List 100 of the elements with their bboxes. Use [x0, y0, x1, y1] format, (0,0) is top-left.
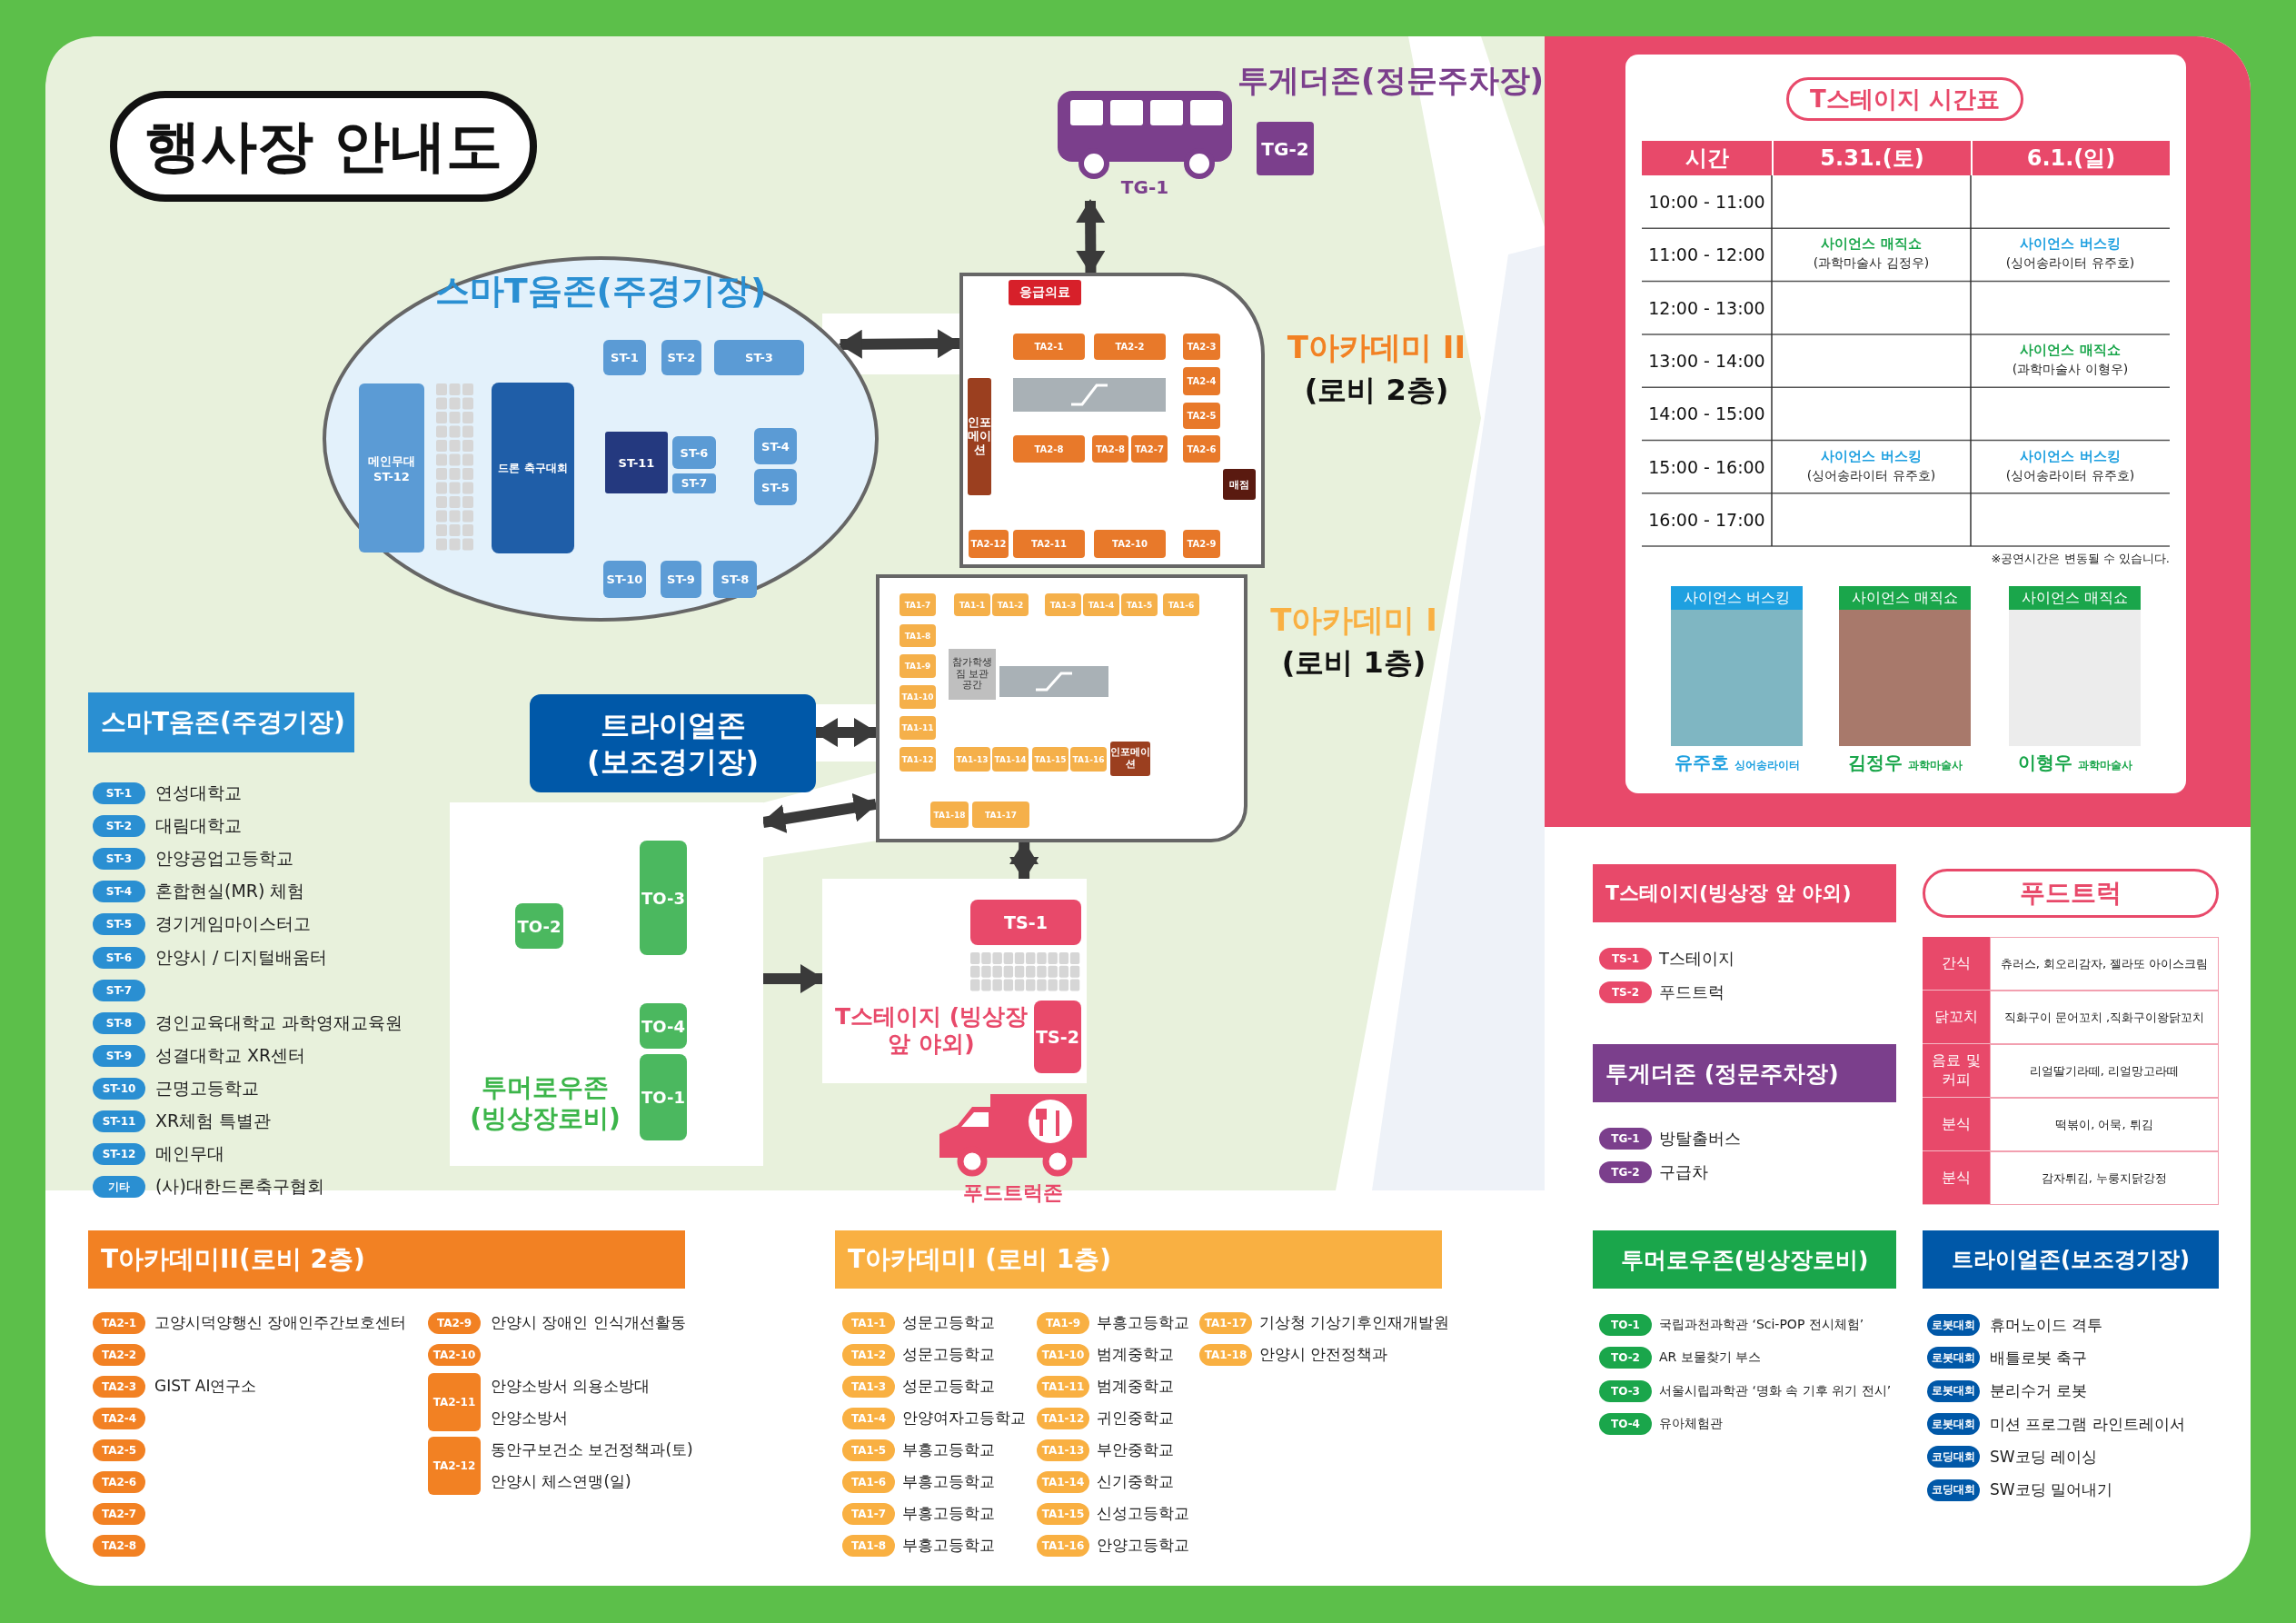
arrow: [763, 964, 824, 993]
booth-box: TA1-9: [900, 654, 936, 678]
list-item-text: 부흥고등학교: [902, 1439, 995, 1460]
booth-box: TA1-14: [992, 747, 1029, 772]
booth-box: ST-11: [605, 432, 668, 493]
list-item-text: 서울시립과학관 ‘명화 속 기후 위기 전시’: [1659, 1381, 1892, 1399]
list-item-text: 메인무대: [155, 1142, 224, 1166]
card-header: 사이언스 매직쇼: [1839, 586, 1971, 610]
list-item-text: 안양고등학교: [1097, 1535, 1189, 1556]
list-item-text: 고양시덕양행신 장애인주간보호센터: [154, 1312, 407, 1333]
time-cell-text: 12:00 - 13:00: [1647, 296, 1766, 320]
time-cell-text: 10:00 - 11:00: [1647, 191, 1766, 214]
badge: TO-1: [1599, 1314, 1652, 1337]
list-item-text: 푸드트럭: [1659, 981, 1724, 1003]
table-cell: 닭꼬치: [1923, 991, 1990, 1044]
list-item-text: 배틀로봇 축구: [1990, 1347, 2088, 1369]
list-item-text: (사)대한드론축구협회: [155, 1175, 324, 1199]
booth-box: ST-3: [714, 340, 804, 375]
list-item-text: 안양소방서 의용소방대: [491, 1376, 651, 1397]
section-heading: 푸드트럭: [1923, 869, 2219, 918]
section-heading: 트라이얼존(보조경기장): [1923, 1230, 2219, 1289]
list-item-text: 신성고등학교: [1097, 1503, 1189, 1524]
table-cell: 음료 및 커피: [1923, 1044, 1990, 1098]
time-cell-text: 16:00 - 17:00: [1647, 508, 1766, 532]
stage-box: TS-1: [970, 900, 1081, 945]
booth-box: ST-10: [603, 561, 646, 598]
performer-role: 과학마술사: [1907, 758, 1963, 773]
stage-box: TS-2: [1034, 1001, 1081, 1073]
booth-box: TA2-1: [1013, 334, 1085, 360]
time-cell-text: 13:00 - 14:00: [1647, 350, 1766, 373]
booth-box: TO-3: [640, 841, 687, 955]
list-item-text: 유아체험관: [1659, 1415, 1723, 1433]
list-item-text: 안양시 체스연맹(일): [491, 1471, 631, 1492]
stage-box: 드론 축구대회: [492, 383, 574, 553]
list-item-text: 귀인중학교: [1097, 1408, 1174, 1429]
badge: ST-12: [93, 1143, 145, 1166]
list-item-text: 경기게임마이스터고: [155, 912, 311, 936]
zone-area: [822, 879, 1087, 1083]
time-cell-text: 11:00 - 12:00: [1647, 244, 1766, 267]
booth-box: TA2-8: [1013, 435, 1085, 463]
list-item-text: T스테이지: [1659, 947, 1734, 970]
double-arrow: [1076, 199, 1106, 274]
event-title: 사이언스 버스킹: [1820, 447, 1923, 466]
badge: ST-11: [93, 1110, 145, 1133]
table-cell: 간식: [1923, 937, 1990, 991]
booth-box: TA1-15: [1032, 747, 1068, 772]
performer-note: (싱어송라이터 유주호): [1805, 467, 1937, 484]
badge: 코딩대회: [1927, 1446, 1980, 1469]
booth-box: TA1-7: [900, 593, 936, 616]
booth-box: TA2-6: [1183, 435, 1220, 463]
badge: ST-1: [93, 782, 145, 805]
badge: 기타: [93, 1176, 145, 1199]
table-cell: 츄러스, 회오리감자, 젤라또 아이스크림: [1990, 937, 2219, 991]
storage-area: 참가학생 짐 보관 공간: [949, 649, 996, 700]
card-header: 사이언스 버스킹: [1671, 586, 1803, 610]
event-title: 사이언스 매직쇼: [1820, 235, 1923, 254]
booth-box: TA1-12: [900, 747, 936, 772]
list-item-text: 국립과천과학관 ‘Sci-POP 전시체험’: [1659, 1316, 1864, 1334]
list-item-text: 안양시 / 디지털배움터: [155, 945, 328, 969]
list-item-text: SW코딩 밀어내기: [1990, 1479, 2112, 1501]
booth-box: ST-7: [672, 473, 716, 493]
zone-title: (로비 2층): [1303, 373, 1450, 408]
list-item-text: 기상청 기상기후인재개발원: [1259, 1312, 1450, 1333]
shop-box: 매점: [1223, 469, 1256, 500]
booth-box: TA1-17: [972, 802, 1029, 828]
booth-box: TA1-5: [1121, 593, 1158, 616]
zone-title: T스테이지 (빙상장 앞 야외): [833, 1003, 1029, 1058]
booth-box: TA2-3: [1183, 334, 1220, 360]
list-item-text: 성문고등학교: [902, 1312, 995, 1333]
booth-box: 메인무대 ST-12: [359, 383, 424, 553]
performer-note: (과학마술사 이형우): [2011, 361, 2130, 378]
table-cell: 직화구이 문어꼬치 ,직화구이왕닭꼬치: [1990, 991, 2219, 1044]
list-item-text: 혼합현실(MR) 체험: [155, 880, 305, 903]
section-heading: 투게더존 (정문주차장): [1593, 1044, 1896, 1102]
booth-box: TO-1: [640, 1054, 687, 1140]
booth-box: TA1-6: [1163, 593, 1199, 616]
zone-area: [450, 802, 763, 1166]
list-item-text: 성문고등학교: [902, 1344, 995, 1365]
list-item-text: 근명고등학교: [155, 1076, 259, 1100]
bus-label: TG-1: [1119, 176, 1170, 200]
list-item-text: 부안중학교: [1097, 1439, 1174, 1460]
booth-box: TG-2: [1257, 122, 1314, 175]
booth-box: TA1-4: [1083, 593, 1119, 616]
double-arrow: [838, 329, 961, 359]
list-item-text: 동안구보건소 보건정책과(토): [491, 1439, 693, 1460]
list-item-text: 방탈출버스: [1659, 1127, 1741, 1150]
list-item-text: 안양시 안전정책과: [1259, 1344, 1388, 1365]
list-item-text: 안양여자고등학교: [902, 1408, 1026, 1429]
list-item-text: 범계중학교: [1097, 1376, 1174, 1397]
booth-box: ST-6: [672, 436, 716, 469]
performer-name: 김정우: [1847, 751, 1903, 775]
list-item-text: 범계중학교: [1097, 1344, 1174, 1365]
event-title: 사이언스 버스킹: [2019, 235, 2122, 254]
booth-box: TA2-5: [1183, 403, 1220, 429]
zone-title: 투머로우존 (빙상장로비): [469, 1072, 621, 1134]
time-cell-text: 14:00 - 15:00: [1647, 403, 1766, 426]
badge: TO-2: [1599, 1347, 1652, 1369]
first-aid-box: 응급의료: [1009, 280, 1081, 305]
footnote: ※공연시간은 변동될 수 있습니다.: [1990, 551, 2170, 567]
badge: 로봇대회: [1927, 1347, 1980, 1369]
